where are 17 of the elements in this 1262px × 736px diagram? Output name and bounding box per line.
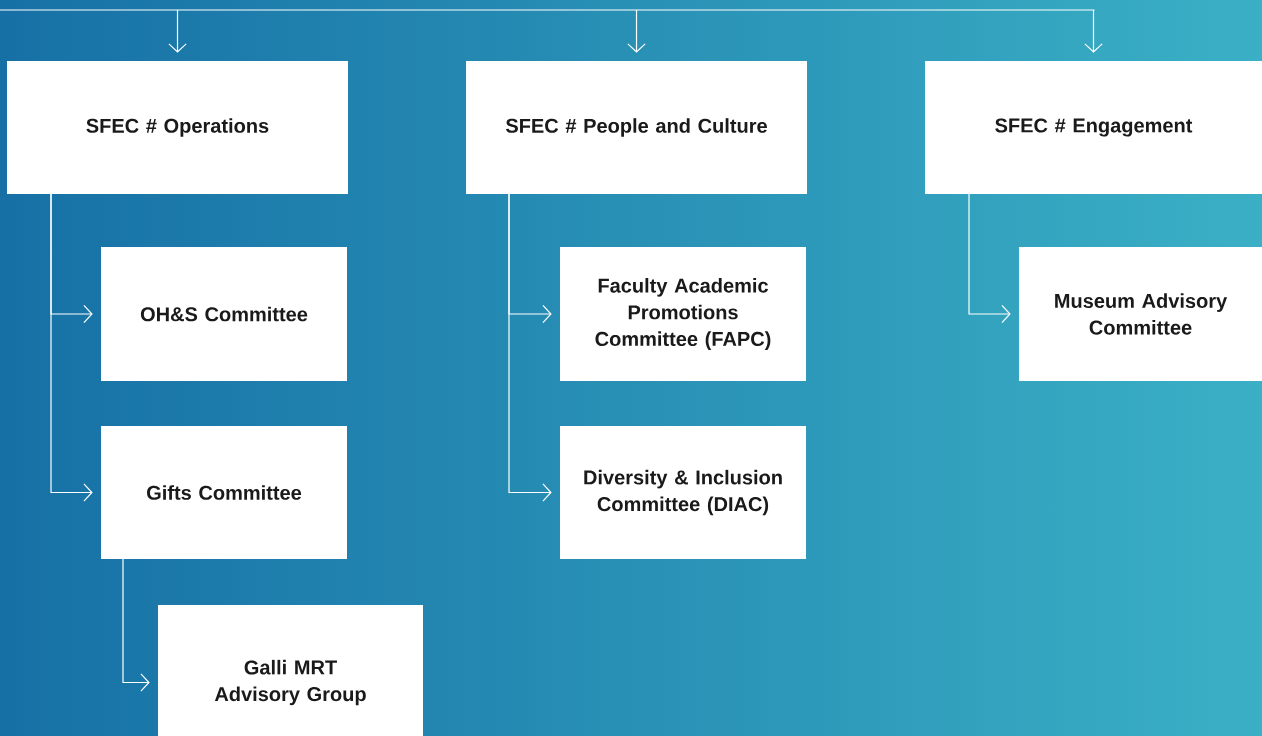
arrow [627,9,646,53]
arrow [122,558,150,692]
connector-line [0,9,1096,11]
committee-box: OH&S Committee [101,247,347,381]
arrow [50,193,93,502]
arrow [168,9,187,53]
committee-box: Faculty Academic Promotions Committee (FAPC) [560,247,806,381]
arrow [508,193,552,502]
committee-box: SFEC # Operations [7,61,348,194]
committee-box: Diversity & Inclusion Committee (DIAC) [560,426,806,559]
arrow [968,193,1011,324]
committee-box: Gifts Committee [101,426,347,559]
arrow [1084,9,1103,53]
committee-box: Museum Advisory Committee [1019,247,1262,381]
committee-box: SFEC # People and Culture [466,61,807,194]
committee-box: SFEC # Engagement [925,61,1262,194]
committee-box: Galli MRT Advisory Group [158,605,423,736]
